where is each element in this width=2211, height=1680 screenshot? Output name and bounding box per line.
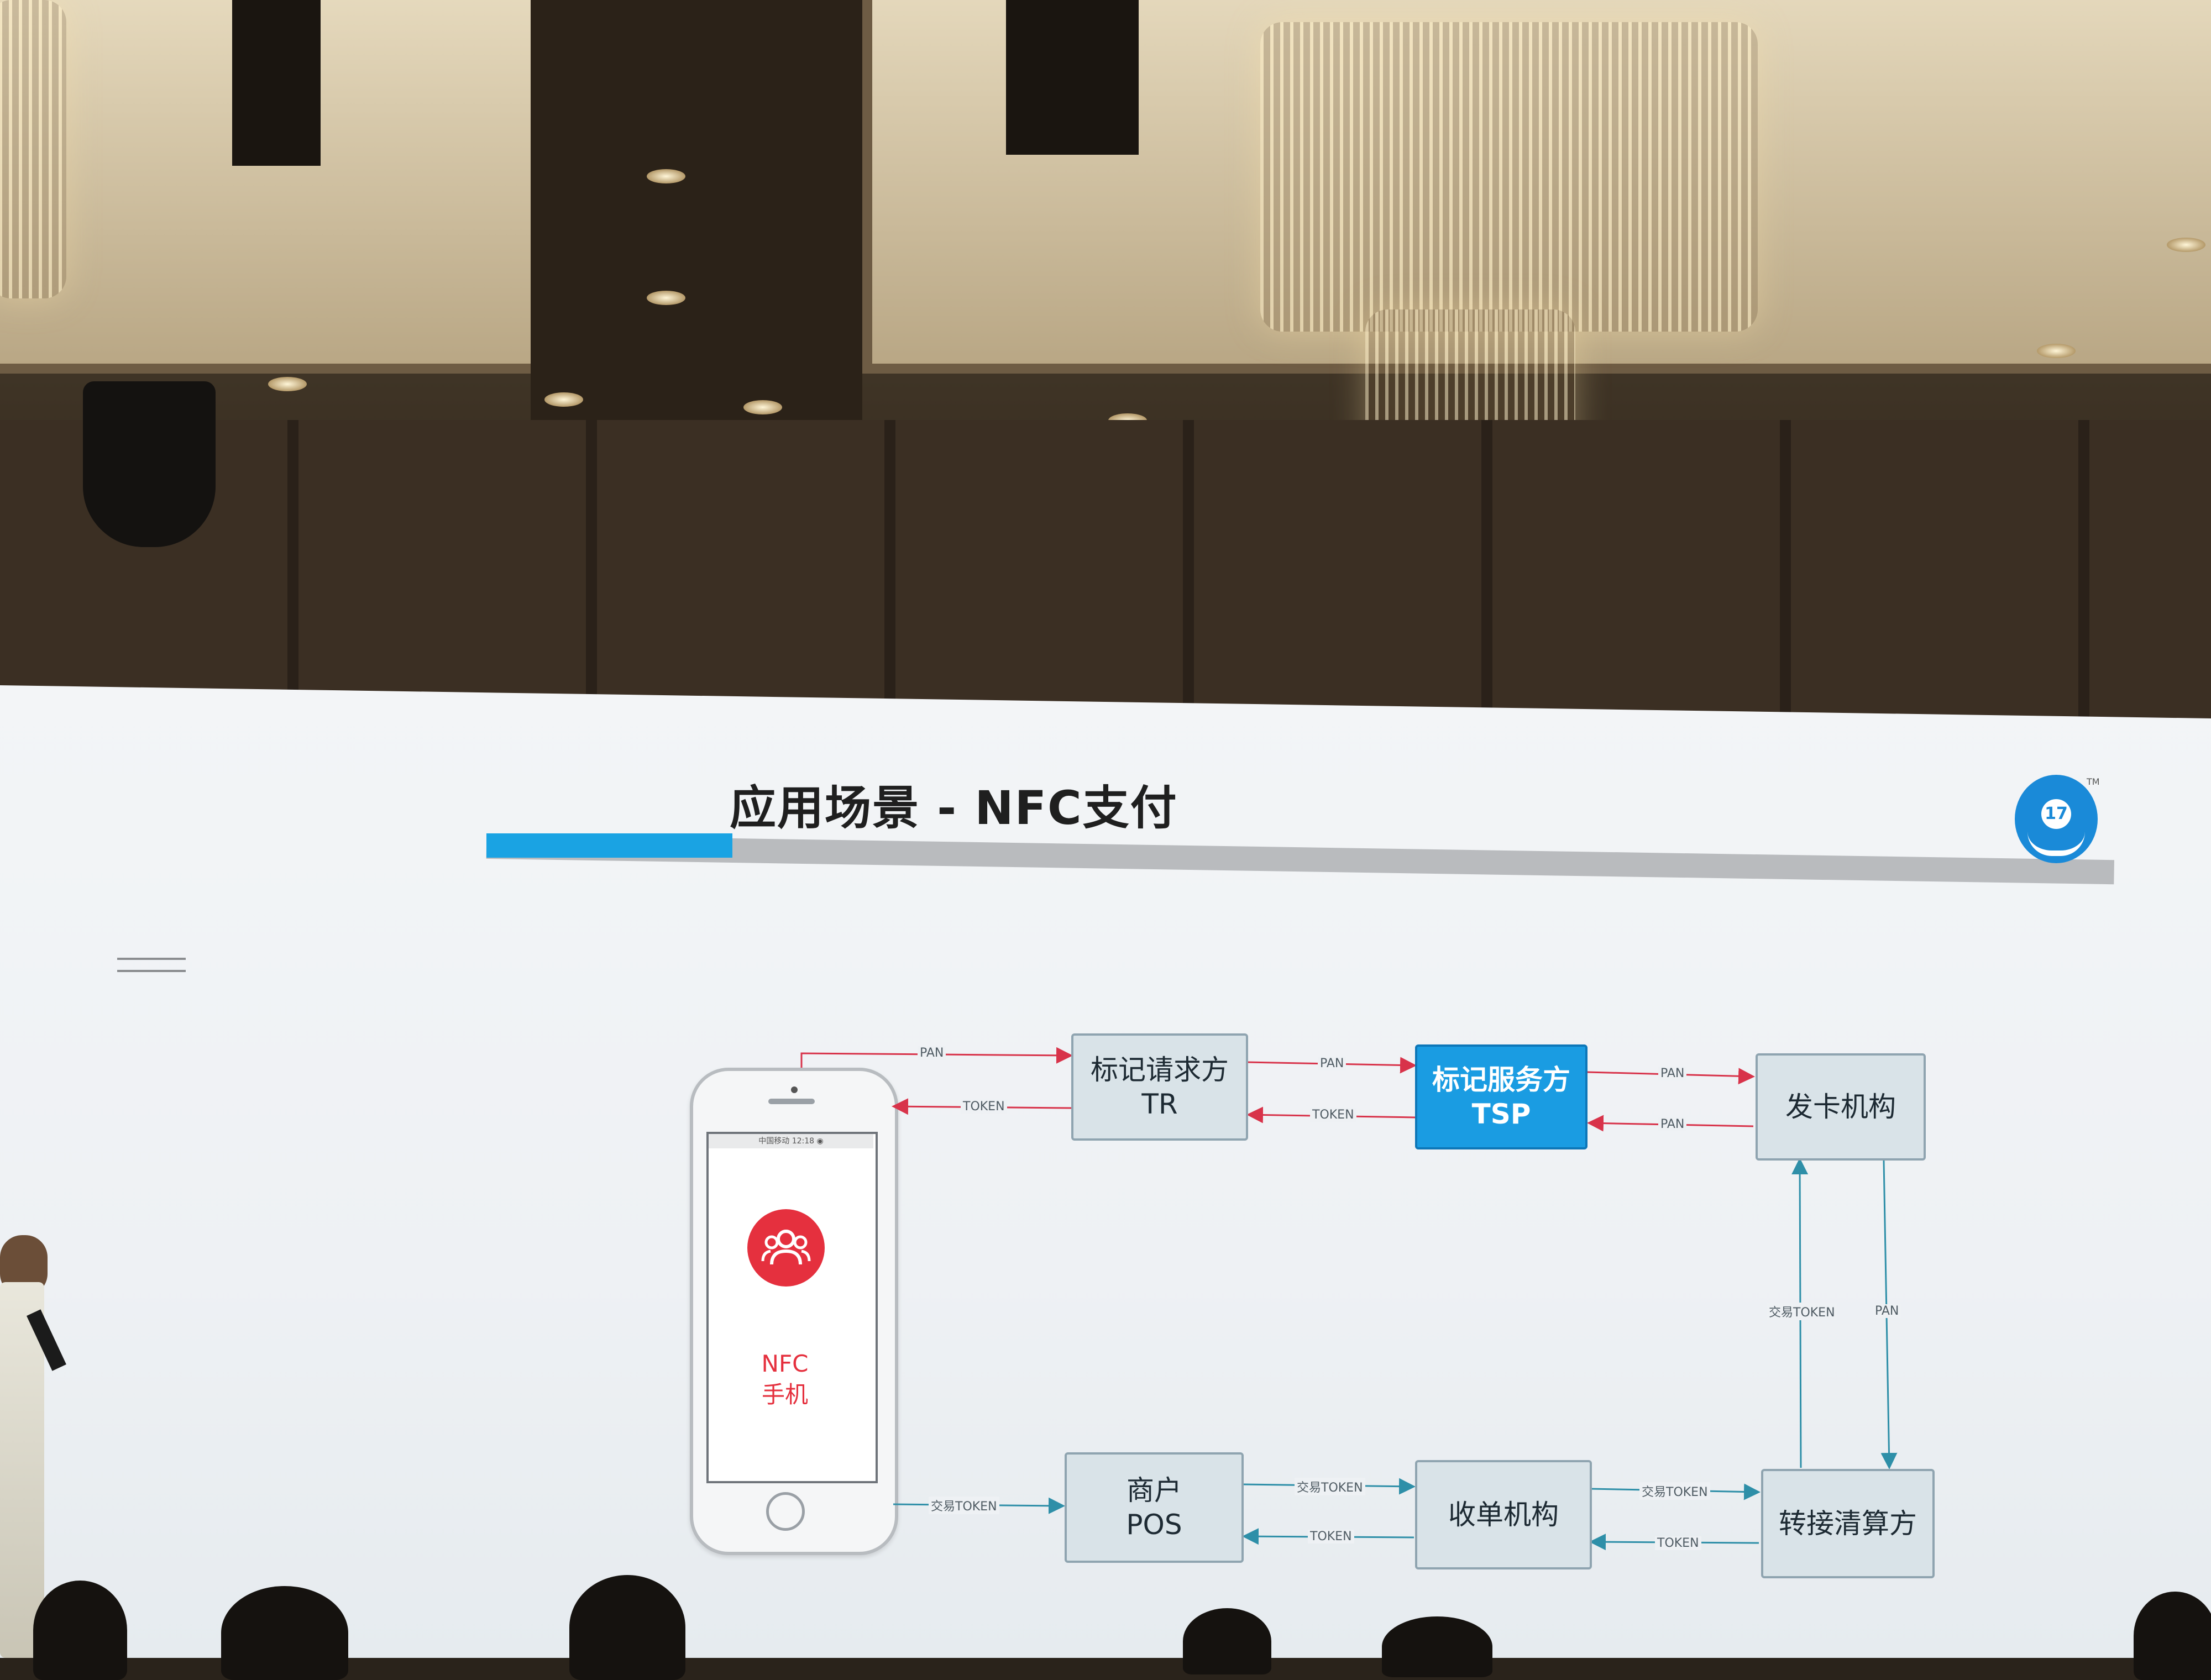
node-switch-clearing-name: 转接清算方	[1779, 1508, 1917, 1540]
edge-label-acquirer-to-switch: 交易TOKEN	[1639, 1482, 1710, 1500]
edge-label-issuer-to-switch: PAN	[1873, 1304, 1901, 1318]
ceiling-light	[2037, 344, 2076, 358]
trademark-mark: TM	[2087, 776, 2100, 787]
ceiling-light	[743, 400, 782, 414]
node-token-service-provider-name: 标记服务方	[1432, 1064, 1570, 1096]
menu-lines	[117, 958, 186, 982]
edge-label-switch-to-acquirer: TOKEN	[1655, 1536, 1701, 1550]
chandelier	[1260, 22, 1758, 332]
ceiling-recess	[232, 0, 321, 166]
edge-label-phone-to-pos: 交易TOKEN	[929, 1497, 999, 1514]
edge-label-tr-to-tsp: PAN	[1318, 1057, 1346, 1070]
node-card-issuer: 发卡机构	[1756, 1053, 1926, 1161]
audience-head	[221, 1586, 348, 1680]
audience-head	[2134, 1592, 2211, 1680]
slide-title: 应用场景 - NFC支付	[730, 781, 1178, 835]
ceiling	[0, 0, 2211, 713]
back-wall	[0, 420, 2211, 729]
node-token-requestor-name: 标记请求方	[1091, 1054, 1229, 1086]
edge-label-tr-to-phone: TOKEN	[961, 1100, 1007, 1114]
ceiling-light	[544, 392, 583, 407]
ceiling-light	[647, 291, 685, 305]
node-merchant-pos-name: 商户	[1127, 1474, 1182, 1506]
audience-head	[1382, 1616, 1492, 1677]
phone-camera	[791, 1086, 798, 1093]
arrow-phone-to-tr	[800, 1047, 1073, 1068]
audience-head	[33, 1581, 127, 1680]
ceiling-light	[2167, 238, 2205, 252]
phone-status-bar: 中国移动 12:18 ◉	[709, 1134, 873, 1148]
node-token-service-provider-abbr: TSP	[1471, 1098, 1531, 1130]
node-merchant-pos: 商户 POS	[1065, 1452, 1244, 1563]
phone-screen	[706, 1132, 878, 1483]
edge-label-pos-to-acquirer: 交易TOKEN	[1295, 1478, 1365, 1495]
phone-speaker	[768, 1099, 815, 1104]
ceiling-light	[268, 377, 307, 391]
node-switch-clearing: 转接清算方	[1761, 1469, 1935, 1578]
nfc-phone-label-line2: 手机	[761, 1381, 808, 1408]
edge-label-switch-to-issuer: 交易TOKEN	[1767, 1303, 1837, 1320]
edge-label-phone-to-tr: PAN	[918, 1046, 946, 1060]
ceiling-recess	[1006, 0, 1139, 155]
title-underline-accent	[486, 833, 732, 858]
chandelier	[0, 0, 66, 298]
edge-label-issuer-to-tsp: PAN	[1658, 1117, 1687, 1131]
audience-head	[1183, 1608, 1271, 1674]
node-token-requestor: 标记请求方 TR	[1071, 1033, 1248, 1141]
presenter-body	[0, 1282, 44, 1658]
audience-head	[569, 1575, 685, 1680]
node-merchant-pos-abbr: POS	[1126, 1509, 1182, 1541]
node-acquirer: 收单机构	[1415, 1460, 1592, 1569]
brand-logo-wing	[2027, 832, 2085, 856]
users-group-icon	[747, 1209, 825, 1287]
edge-label-tsp-to-issuer: PAN	[1658, 1067, 1687, 1080]
node-card-issuer-name: 发卡机构	[1785, 1091, 1896, 1123]
node-token-service-provider: 标记服务方 TSP	[1415, 1044, 1587, 1149]
ceiling-beam	[531, 0, 862, 420]
brand-logo-number: 17	[2041, 799, 2071, 829]
nfc-phone-label: NFC 手机	[735, 1348, 835, 1410]
ceiling-light	[647, 169, 685, 183]
nfc-phone-label-line1: NFC	[761, 1350, 809, 1377]
phone-home-button	[766, 1492, 805, 1531]
edge-label-acquirer-to-pos: TOKEN	[1308, 1530, 1354, 1544]
node-token-requestor-abbr: TR	[1141, 1088, 1178, 1120]
node-acquirer-name: 收单机构	[1448, 1499, 1559, 1531]
wall-speaker	[83, 381, 216, 547]
edge-label-tsp-to-tr: TOKEN	[1310, 1108, 1356, 1122]
